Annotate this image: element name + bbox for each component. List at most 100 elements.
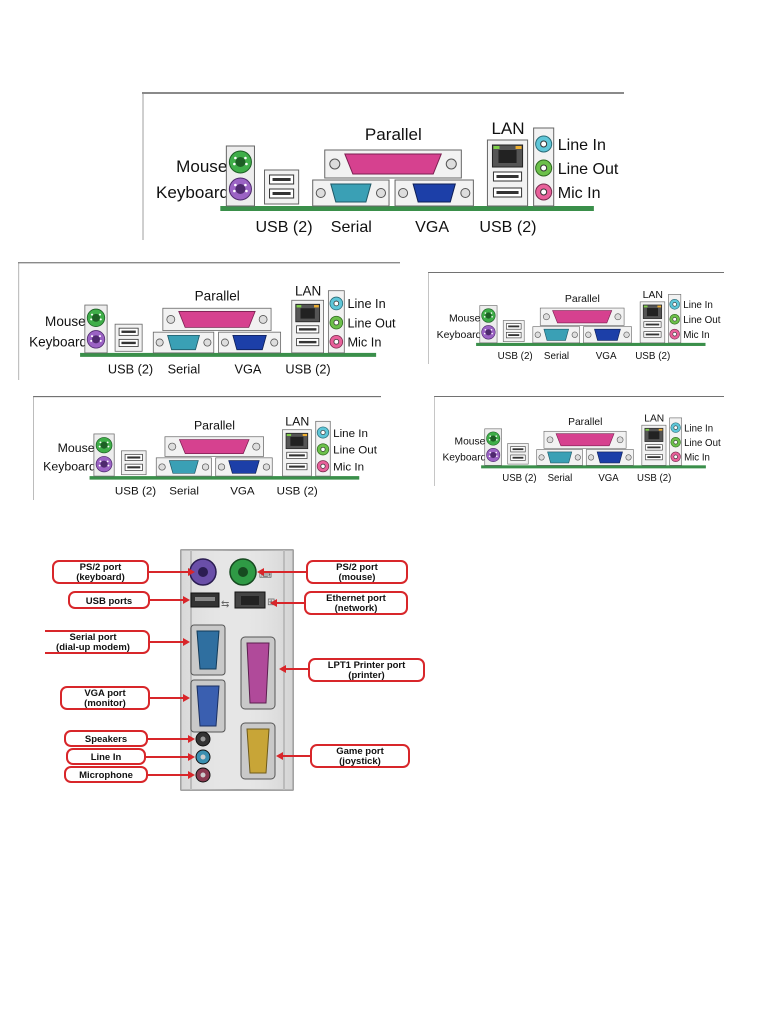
serial-label: Serial (548, 473, 573, 484)
lan-label: LAN (643, 289, 663, 301)
keyboard-port[interactable] (228, 177, 252, 201)
callout-right-game: Game port (joystick) (276, 744, 410, 768)
serial-label: Serial (544, 351, 569, 362)
vga-port[interactable] (585, 449, 634, 466)
case-vga-port[interactable] (190, 679, 226, 733)
mic-in-label: Mic In (558, 184, 601, 202)
mouse-label: Mouse (58, 441, 95, 455)
line-out-label: Line Out (347, 315, 396, 330)
parallel-port[interactable] (543, 430, 627, 449)
case-speakers-jack[interactable] (195, 731, 211, 747)
case-ethernet-port[interactable] (234, 591, 266, 609)
lan-port[interactable] (642, 304, 663, 319)
usb-port-left[interactable] (114, 323, 143, 352)
mic-in-jack[interactable] (329, 334, 344, 349)
vga-label: VGA (596, 351, 617, 362)
lan-port[interactable] (295, 303, 321, 323)
mic-in-label: Mic In (684, 452, 710, 463)
case-game-port[interactable] (240, 722, 276, 780)
line-in-jack[interactable] (669, 299, 680, 310)
parallel-port[interactable] (539, 307, 625, 326)
callout-left-serial: Serial port (dial-up modem) (45, 630, 190, 654)
line-in-jack[interactable] (670, 422, 681, 433)
mouse-label: Mouse (176, 157, 227, 176)
line-in-jack[interactable] (535, 135, 553, 153)
keyboard-port[interactable] (486, 447, 501, 462)
lan-port[interactable] (644, 427, 664, 442)
usb-port-right[interactable] (286, 451, 308, 471)
serial-label: Serial (331, 218, 372, 236)
usb-port-left[interactable] (507, 443, 529, 465)
line-in-label: Line In (684, 423, 713, 434)
io-panel-medium-left: Mouse Keyboard Parallel (18, 262, 400, 380)
lan-port[interactable] (285, 432, 309, 450)
parallel-label: Parallel (568, 417, 602, 428)
usb-left-label: USB (2) (498, 351, 533, 362)
mouse-port[interactable] (486, 431, 501, 446)
usb-port-left[interactable] (264, 169, 300, 205)
usb-right-label: USB (2) (285, 362, 330, 377)
mic-in-jack[interactable] (535, 183, 553, 201)
parallel-port[interactable] (164, 436, 264, 457)
keyboard-port[interactable] (95, 456, 113, 473)
usb-port-left[interactable] (121, 450, 147, 476)
vga-label: VGA (234, 362, 261, 377)
keyboard-port[interactable] (86, 330, 106, 349)
line-out-jack[interactable] (535, 159, 553, 177)
usb-port-right[interactable] (645, 444, 663, 461)
keyboard-port[interactable] (481, 325, 496, 340)
callout-left-keyboard: PS/2 port (keyboard) (52, 560, 195, 584)
vga-port[interactable] (394, 179, 474, 207)
mic-in-jack[interactable] (316, 460, 330, 473)
callout-serial-line2: (dial-up modem) (56, 642, 130, 653)
mouse-port[interactable] (86, 308, 106, 327)
callout-ethernet-line2: (network) (335, 603, 378, 614)
lan-usb-stack (291, 299, 324, 354)
mouse-port[interactable] (228, 150, 252, 174)
case-microphone-jack[interactable] (195, 767, 211, 783)
serial-port[interactable] (155, 457, 212, 477)
usb-port-right[interactable] (643, 321, 662, 338)
serial-port[interactable] (312, 179, 390, 207)
line-out-jack[interactable] (670, 437, 681, 448)
case-line-in-jack[interactable] (195, 749, 211, 765)
serial-port[interactable] (152, 331, 215, 354)
line-out-jack[interactable] (316, 443, 330, 456)
lan-port[interactable] (491, 144, 524, 168)
parallel-port[interactable] (324, 149, 462, 179)
lan-usb-stack (282, 429, 312, 477)
mouse-port[interactable] (481, 308, 496, 323)
line-out-label: Line Out (683, 315, 720, 326)
vga-port[interactable] (583, 326, 632, 344)
usb-port-right[interactable] (296, 325, 320, 347)
line-out-jack[interactable] (329, 315, 344, 330)
usb-left-label: USB (2) (115, 486, 156, 498)
usb-right-label: USB (2) (277, 486, 318, 498)
audio-stack (315, 420, 331, 477)
mouse-port[interactable] (95, 437, 113, 454)
callout-left-usb: USB ports (68, 591, 190, 609)
case-keyboard-port[interactable] (189, 558, 217, 586)
callout-speakers-line1: Speakers (85, 734, 127, 745)
case-usb-ports[interactable] (190, 592, 220, 608)
mic-in-jack[interactable] (669, 328, 680, 340)
case-lpt-port[interactable] (240, 636, 276, 710)
parallel-port[interactable] (162, 307, 272, 331)
callout-microphone-line1: Microphone (79, 770, 133, 781)
case-mouse-port[interactable] (229, 558, 257, 586)
usb-port-left[interactable] (502, 320, 525, 342)
usb-right-label: USB (2) (479, 218, 536, 236)
case-serial-port[interactable] (190, 624, 226, 676)
serial-port[interactable] (536, 449, 583, 466)
audio-stack (669, 417, 683, 466)
serial-port[interactable] (532, 326, 581, 344)
line-in-jack[interactable] (316, 426, 330, 439)
usb-port-right[interactable] (492, 171, 523, 198)
usb-left-label: USB (2) (502, 473, 536, 484)
line-in-jack[interactable] (329, 296, 344, 311)
mic-in-jack[interactable] (670, 451, 681, 462)
vga-port[interactable] (218, 331, 282, 354)
line-out-jack[interactable] (669, 313, 680, 325)
vga-port[interactable] (215, 457, 273, 477)
callout-left-vga: VGA port (monitor) (60, 686, 190, 710)
